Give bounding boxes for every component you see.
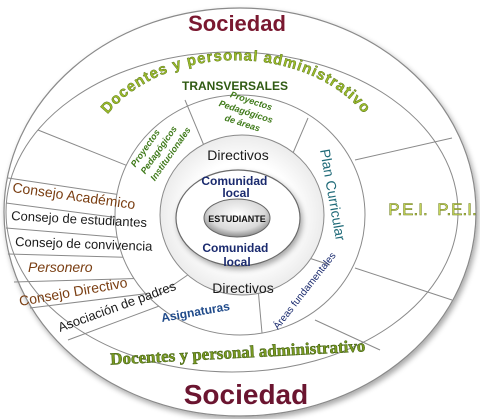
council-item-personero: Personero	[28, 259, 93, 275]
pei-label-1: P.E.I.	[388, 200, 427, 219]
council-item-convivencia: Consejo de convivencia	[15, 234, 154, 254]
community-bottom-label: Comunidad local	[202, 241, 271, 269]
council-item-estudiantes: Consejo de estudiantes	[11, 208, 148, 230]
center-student-label: ESTUDIANTE	[208, 214, 266, 224]
directivos-top-label: Directivos	[207, 147, 268, 163]
outer-top-label: Sociedad	[188, 11, 286, 36]
directivos-bottom-label: Directivos	[212, 280, 273, 296]
pei-label-2: P.E.I.	[437, 200, 476, 219]
outer-bottom-label: Sociedad	[184, 379, 308, 410]
community-top-label: Comunidad local	[201, 174, 270, 200]
transversales-label: TRANSVERSALES	[182, 79, 288, 93]
right-pei-dividers	[314, 137, 453, 351]
center-student-oval	[203, 198, 271, 238]
